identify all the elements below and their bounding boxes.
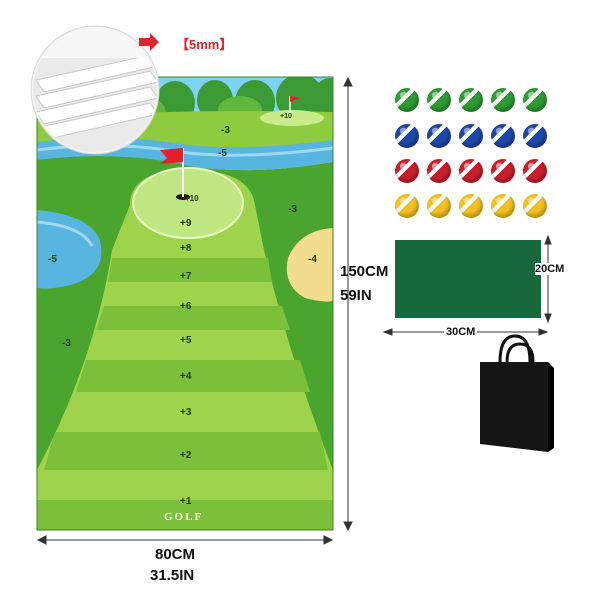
ball-row-yellow [395,194,550,220]
score-top-water: -5 [218,148,227,159]
velcro-ball [395,124,419,148]
score-lane: +10 [185,194,199,203]
score-lane: +4 [180,371,192,382]
pad-height-label: 20CM [535,263,565,275]
velcro-ball [523,88,547,112]
velcro-ball [523,159,547,183]
velcro-ball [491,194,515,218]
score-lane: +7 [180,271,192,282]
velcro-ball [395,194,419,218]
score-lane: +5 [180,335,192,346]
velcro-ball [459,159,483,183]
ball-row-green [395,88,550,114]
mat-width-in: 31.5IN [150,567,195,584]
putting-green [132,167,244,239]
mat-brand-text: GOLF [164,511,204,523]
score-lane: +8 [180,243,192,254]
water-left [37,210,102,289]
velcro-balls-grid [395,88,550,228]
score-left-water: -5 [48,254,57,265]
score-lane: +2 [180,450,192,461]
score-right-grass: -3 [288,204,297,215]
score-lane: +9 [180,218,192,229]
velcro-ball [459,194,483,218]
velcro-ball [523,194,547,218]
velcro-ball [427,194,451,218]
velcro-ball [523,124,547,148]
score-lane: +3 [180,407,192,418]
flag [160,148,183,164]
velcro-ball [491,88,515,112]
sand-bunker [286,228,333,302]
velcro-ball [491,124,515,148]
velcro-pad [395,240,541,318]
score-left-grass: -3 [62,338,71,349]
score-lane: +6 [180,301,192,312]
velcro-ball [459,88,483,112]
velcro-ball [427,124,451,148]
velcro-ball [427,88,451,112]
thickness-label: 【5mm】 [176,37,233,52]
velcro-ball [491,159,515,183]
velcro-ball [395,159,419,183]
score-right-bunker: -4 [308,254,317,265]
ball-row-blue [395,124,550,150]
pad-width-label: 30CM [444,326,478,338]
velcro-ball [459,124,483,148]
tote-bag-icon [480,334,554,452]
fairway-stripes [37,258,333,530]
back-green [260,110,324,126]
velcro-ball [427,159,451,183]
foam-thickness-inset [30,25,160,155]
mat-height-cm: 150CM [340,263,389,280]
dimension-lines [36,76,552,545]
score-top-green: +10 [280,113,292,120]
score-lane: +1 [180,496,192,507]
velcro-ball [395,88,419,112]
score-top-mid: -3 [221,125,230,136]
mat-height-in: 59IN [340,287,372,304]
ball-row-red [395,159,550,185]
arrow-icon [139,33,159,51]
mat-width-cm: 80CM [155,546,196,563]
